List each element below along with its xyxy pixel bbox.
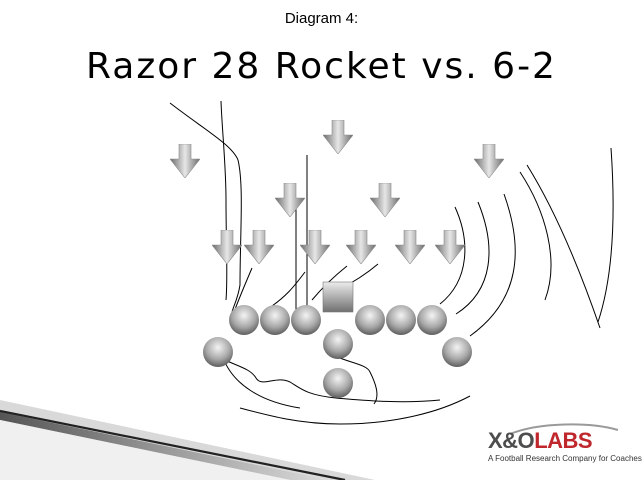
route-line bbox=[519, 171, 552, 301]
offense-player-circle bbox=[442, 337, 472, 367]
logo-wordmark: X&OLABS bbox=[488, 428, 593, 454]
offense-player-circle bbox=[203, 337, 233, 367]
logo-tagline: A Football Research Company for Coaches bbox=[488, 454, 642, 463]
route-line bbox=[439, 206, 466, 305]
decorative-stripes bbox=[0, 400, 375, 480]
play-title: Razor 28 Rocket vs. 6-2 bbox=[86, 46, 557, 87]
defender-arrow-icon bbox=[323, 120, 353, 154]
route-line bbox=[526, 164, 601, 329]
offense bbox=[203, 281, 472, 398]
offense-player-circle bbox=[260, 305, 290, 335]
route-line bbox=[271, 271, 306, 307]
defender-arrow-icon bbox=[170, 144, 200, 178]
offense-player-circle bbox=[291, 305, 321, 335]
route-line bbox=[169, 102, 242, 313]
offense-player-circle bbox=[323, 329, 353, 359]
route-line bbox=[455, 201, 490, 315]
defender-arrow-icon bbox=[370, 183, 400, 217]
defender-arrow-icon bbox=[212, 230, 242, 264]
defense bbox=[170, 120, 504, 264]
defender-arrow-icon bbox=[275, 183, 305, 217]
defender-arrow-icon bbox=[435, 230, 465, 264]
defender-arrow-icon bbox=[474, 144, 504, 178]
xo-labs-logo: X&OLABS A Football Research Company for … bbox=[488, 423, 642, 476]
logo-suffix: LABS bbox=[534, 428, 593, 453]
offense-player-circle bbox=[355, 305, 385, 335]
defender-arrow-icon bbox=[395, 230, 425, 264]
offense-player-circle bbox=[386, 305, 416, 335]
diagram-subtitle: Diagram 4: bbox=[284, 10, 359, 27]
route-line bbox=[469, 193, 516, 337]
route-line bbox=[597, 147, 614, 323]
defender-arrow-icon bbox=[300, 230, 330, 264]
route-line bbox=[239, 395, 471, 425]
defender-arrow-icon bbox=[244, 230, 274, 264]
offense-player-circle bbox=[417, 305, 447, 335]
center-square bbox=[322, 281, 354, 313]
route-line bbox=[220, 100, 228, 301]
logo-swoosh-icon bbox=[509, 423, 619, 435]
offense-player-circle bbox=[323, 368, 353, 398]
route-lines bbox=[169, 100, 614, 425]
defender-arrow-icon bbox=[346, 230, 376, 264]
offense-player-circle bbox=[229, 305, 259, 335]
logo-prefix: X&O bbox=[488, 428, 535, 453]
